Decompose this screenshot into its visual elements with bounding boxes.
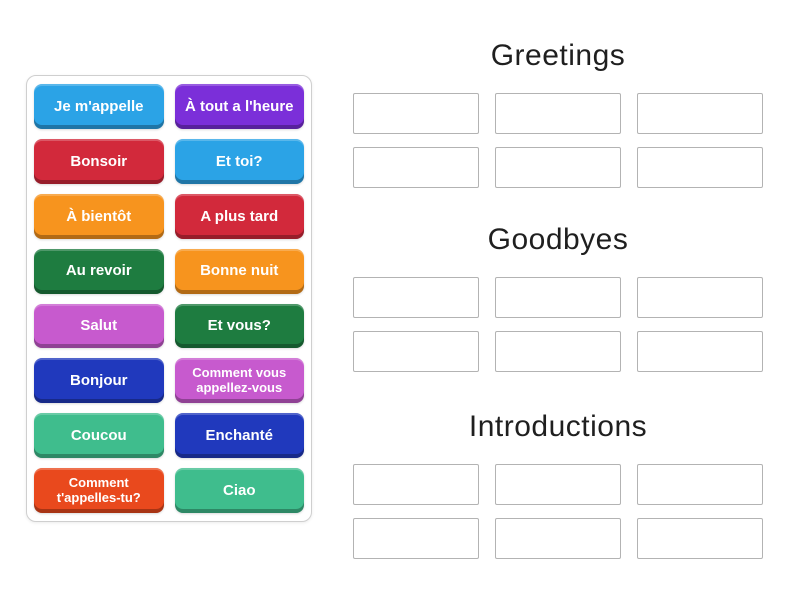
- tile-coucou[interactable]: Coucou: [34, 413, 164, 459]
- drop-slot[interactable]: [637, 518, 763, 559]
- drop-slot[interactable]: [495, 277, 621, 318]
- group-title-greetings: Greetings: [490, 39, 626, 72]
- tile-salut[interactable]: Salut: [34, 303, 164, 349]
- slot-grid-introductions: [353, 464, 763, 559]
- drop-slot[interactable]: [353, 331, 479, 372]
- tile-comment-vous-appellez-vous[interactable]: Comment vous appellez-vous: [174, 358, 304, 404]
- group-goodbyes: Goodbyes: [353, 222, 763, 372]
- drop-slot[interactable]: [495, 464, 621, 505]
- tile-a-plus-tard[interactable]: A plus tard: [174, 193, 304, 239]
- group-title-introductions: Introductions: [468, 410, 648, 443]
- drop-slot[interactable]: [637, 464, 763, 505]
- tile-bonne-nuit[interactable]: Bonne nuit: [174, 248, 304, 294]
- drop-slot[interactable]: [353, 147, 479, 188]
- drop-slot[interactable]: [495, 518, 621, 559]
- tile-comment-t'appelles-tu[interactable]: Comment t'appelles-tu?: [34, 468, 164, 513]
- drop-slot[interactable]: [353, 518, 479, 559]
- drop-slot[interactable]: [495, 93, 621, 134]
- slot-grid-goodbyes: [353, 277, 763, 372]
- tile-à-bientôt[interactable]: À bientôt: [34, 193, 164, 239]
- tile-au-revoir[interactable]: Au revoir: [34, 248, 164, 294]
- drop-slot[interactable]: [637, 331, 763, 372]
- group-introductions: Introductions: [353, 409, 763, 559]
- drop-slot[interactable]: [495, 331, 621, 372]
- tile-ciao[interactable]: Ciao: [174, 468, 304, 513]
- group-greetings: Greetings: [353, 38, 763, 188]
- drop-slot[interactable]: [353, 93, 479, 134]
- tile-je-m'appelle[interactable]: Je m'appelle: [34, 84, 164, 129]
- drop-slot[interactable]: [637, 277, 763, 318]
- group-title-goodbyes: Goodbyes: [487, 223, 629, 256]
- tile-enchanté[interactable]: Enchanté: [174, 413, 304, 459]
- tile-et-vous[interactable]: Et vous?: [174, 303, 304, 349]
- drop-slot[interactable]: [637, 147, 763, 188]
- drop-slot[interactable]: [495, 147, 621, 188]
- tile-à-tout-a-l'heure[interactable]: À tout a l'heure: [174, 84, 304, 129]
- tile-bonjour[interactable]: Bonjour: [34, 358, 164, 404]
- drop-slot[interactable]: [637, 93, 763, 134]
- slot-grid-greetings: [353, 93, 763, 188]
- drop-slot[interactable]: [353, 464, 479, 505]
- tile-et-toi[interactable]: Et toi?: [174, 138, 304, 184]
- tile-bonsoir[interactable]: Bonsoir: [34, 138, 164, 184]
- drop-slot[interactable]: [353, 277, 479, 318]
